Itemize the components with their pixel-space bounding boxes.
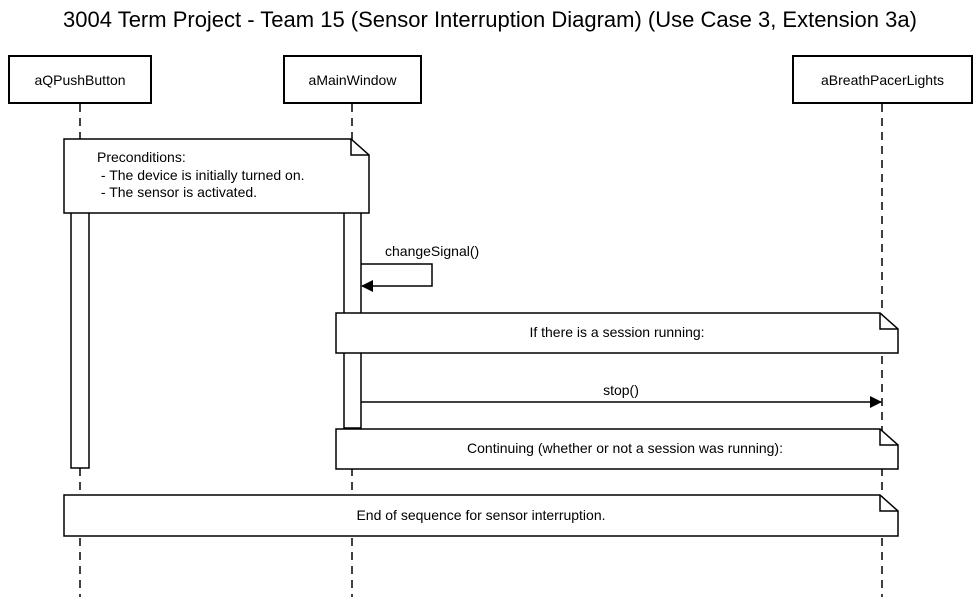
note-preconditions-line-1: Preconditions: <box>97 149 186 165</box>
note-session-running: If there is a session running: <box>335 312 899 354</box>
lifeline-abreathpacerlights[interactable]: aBreathPacerLights <box>792 55 973 104</box>
diagram-title: 3004 Term Project - Team 15 (Sensor Inte… <box>63 7 917 32</box>
message-stop-label: stop() <box>603 382 639 398</box>
message-change-signal[interactable]: changeSignal() <box>361 243 479 292</box>
activation-bar-aqpushbutton <box>70 211 90 469</box>
lifeline-amainwindow-label: aMainWindow <box>309 72 398 88</box>
lifeline-aqpushbutton-label: aQPushButton <box>34 72 125 88</box>
note-continuing-text: Continuing (whether or not a session was… <box>467 440 783 456</box>
note-end-of-sequence-text: End of sequence for sensor interruption. <box>356 507 605 523</box>
message-change-signal-label: changeSignal() <box>385 243 479 259</box>
note-preconditions-line-2: - The device is initially turned on. <box>97 167 305 183</box>
message-stop[interactable]: stop() <box>361 382 882 408</box>
lifeline-amainwindow[interactable]: aMainWindow <box>283 55 422 104</box>
lifeline-abreathpacerlights-label: aBreathPacerLights <box>821 72 944 88</box>
note-session-running-text: If there is a session running: <box>529 324 704 340</box>
note-continuing: Continuing (whether or not a session was… <box>335 428 899 470</box>
note-preconditions: Preconditions: - The device is initially… <box>63 138 370 214</box>
note-preconditions-line-3: - The sensor is activated. <box>97 184 257 200</box>
lifeline-aqpushbutton[interactable]: aQPushButton <box>8 55 152 104</box>
note-end-of-sequence: End of sequence for sensor interruption. <box>63 494 899 537</box>
